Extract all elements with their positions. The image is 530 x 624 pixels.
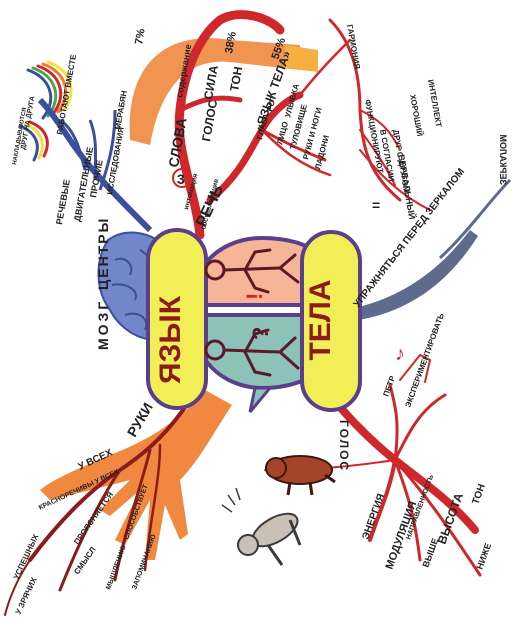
label-merabyan: МЕРАБЯН: [113, 90, 129, 131]
speech-branch: [174, 10, 431, 240]
label-uspeshnyh: УСПЕШНЫХ: [12, 532, 41, 581]
label-rechevye: РЕЧЕВЫЕ: [54, 179, 72, 226]
label-plus: +: [177, 95, 186, 112]
figure-lower-icon: [204, 328, 300, 377]
label-equals: =: [372, 197, 380, 213]
label-7pct: 7%: [133, 28, 148, 46]
central-word-body: ТЕЛА: [304, 279, 337, 360]
label-myshlenie: МЫШЛЕНИЮ: [105, 544, 128, 590]
label-ton: ТОН: [227, 65, 245, 92]
label-golos-voice: ГОЛОС: [337, 420, 351, 472]
label-rabotayut-vmeste: РАБОТАЮТ ВМЕСТЕ: [55, 53, 78, 135]
label-38pct: 38%: [223, 31, 239, 55]
label-petr: ПЕТР: [381, 374, 397, 398]
center-exclaim: !: [242, 293, 267, 300]
label-rot: РОТ: [265, 94, 278, 112]
label-eksperimentirovat: ЭКСПЕРИМЕНТИРОВАТЬ: [403, 312, 446, 409]
center-question: ?: [248, 327, 273, 340]
rainbow-stripes-icon: [18, 60, 73, 162]
label-zapominaniyu: ЗАПОМИНАНИЮ: [131, 534, 157, 591]
hands-arm: [40, 390, 232, 560]
label-mozg: МОЗГ: [95, 299, 111, 350]
label-verbalniy: ВЕРБАЛЬНЫЙ: [396, 153, 418, 220]
label-horoshiy: ХОРОШИЙ: [408, 94, 424, 138]
branch-top-orange: [129, 38, 300, 145]
label-ladoni: ЛАДОНИ: [313, 134, 331, 171]
label-proyasnyaetsya: ПРОЯСНЯЕТСЯ: [72, 490, 115, 546]
brain-branch: [37, 97, 153, 233]
label-ton-voice: ТОН: [470, 483, 487, 506]
dog-illustration-icon: [265, 455, 336, 496]
label-intellekt: ИНТЕЛЛЕКТ: [426, 79, 443, 128]
label-sila: СИЛА: [201, 64, 221, 101]
label-3: 3: [177, 171, 185, 187]
label-music-note: ♪: [395, 343, 405, 365]
hands-labels: РУКИ У ВСЕХ КРАСНОРЕЧИВЫ У ВСЕХ ПРОЯСНЯЕ…: [12, 400, 158, 616]
figure-upper-icon: [204, 248, 300, 294]
hands-subbranches: [4, 398, 192, 616]
cat-illustration-icon: [221, 487, 302, 566]
label-ruki: РУКИ: [124, 400, 156, 440]
label-centry: ЦЕНТРЫ: [95, 217, 111, 290]
label-golos: ГОЛОС: [199, 98, 220, 142]
label-modulyaciya: МОДУЛЯЦИЯ: [384, 500, 420, 571]
central-word-language: ЯЗЫК: [154, 295, 187, 384]
label-mirrored: ЗЕРКАЛОМ: [498, 134, 508, 185]
label-lico: ЛИЦО: [275, 121, 290, 146]
label-nizhe: НИЖЕ: [474, 542, 493, 571]
